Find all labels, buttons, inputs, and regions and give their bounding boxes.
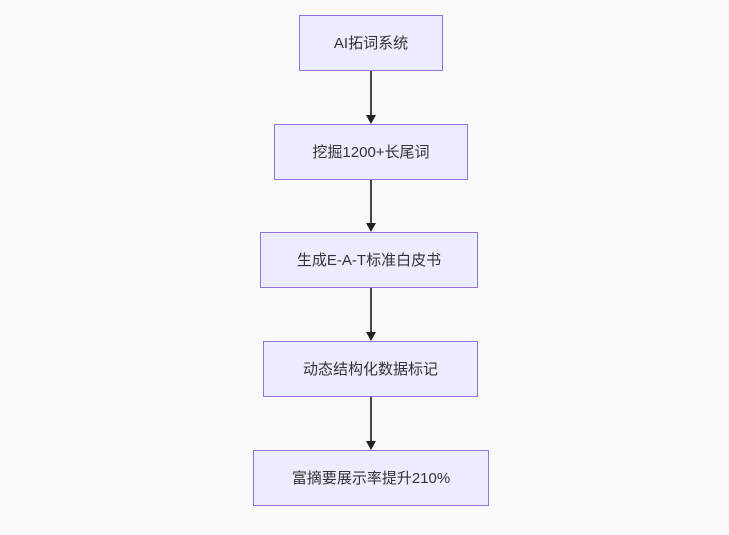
edge-arrow-2 [366,180,376,232]
flow-node-eat-whitepaper: 生成E-A-T标准白皮书 [260,232,478,288]
flow-node-label: AI拓词系统 [333,34,409,52]
edge-arrow-1 [366,71,376,124]
flow-node-label: 富摘要展示率提升210% [291,469,451,487]
flow-node-label: 生成E-A-T标准白皮书 [296,251,442,269]
flow-node-label: 挖掘1200+长尾词 [312,143,430,161]
flow-node-longtail-mining: 挖掘1200+长尾词 [274,124,468,180]
flow-node-structured-data: 动态结构化数据标记 [263,341,478,397]
flow-node-ai-word-expansion: AI拓词系统 [299,15,443,71]
edge-arrow-3 [366,288,376,341]
flow-node-rich-snippet-result: 富摘要展示率提升210% [253,450,489,506]
flow-node-label: 动态结构化数据标记 [302,360,438,378]
edge-arrow-4 [366,397,376,450]
